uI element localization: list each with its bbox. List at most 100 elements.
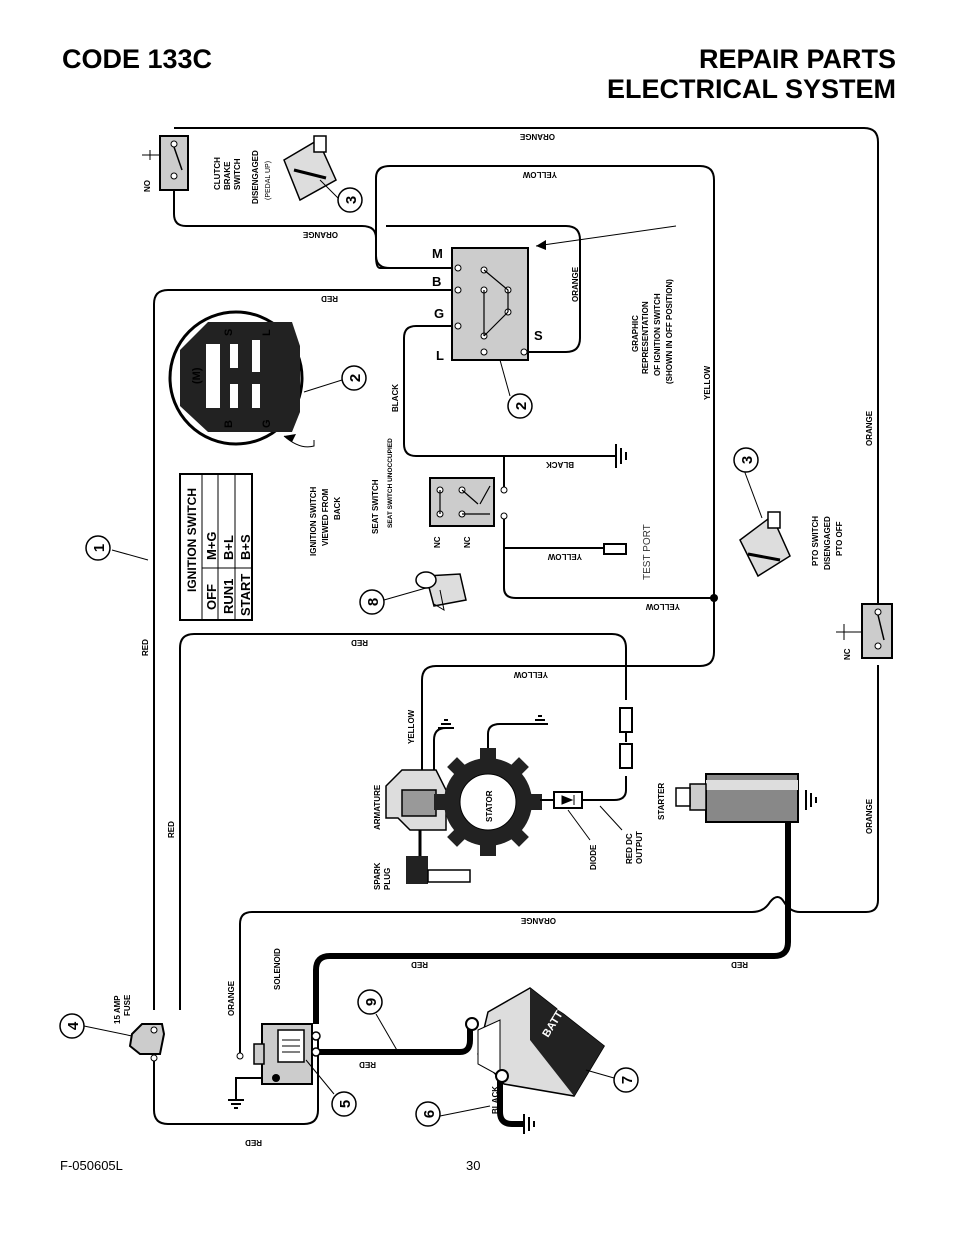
wires (153, 127, 879, 1127)
wire-junction (710, 594, 718, 602)
ignition-table-title: IGNITION SWITCH (185, 488, 199, 592)
wire-label-red: RED (141, 639, 150, 656)
svg-text:CLUTCH: CLUTCH (213, 157, 222, 190)
svg-text:PTO OFF: PTO OFF (835, 521, 844, 556)
clutch-plunger-switch (283, 135, 337, 202)
seat-switch: NC NC (429, 477, 508, 548)
callout-3: 3 (319, 179, 363, 213)
svg-text:NC: NC (463, 536, 472, 548)
callout-9: 9 (357, 989, 399, 1053)
wire-label-black: BLACK (391, 384, 400, 412)
wire-label-red: RED (351, 638, 368, 647)
svg-text:B+L: B+L (221, 535, 236, 560)
wire-label-orange: ORANGE (302, 230, 338, 239)
face-terminal-g: G (261, 419, 273, 428)
svg-text:RUN1: RUN1 (221, 579, 236, 614)
svg-text:GRAPHIC: GRAPHIC (631, 315, 640, 352)
callout-2: 2 (499, 359, 533, 419)
svg-text:5: 5 (337, 1100, 354, 1108)
wire-label-yellow: YELLOW (522, 170, 557, 179)
clutch-brake-switch: NO (142, 135, 189, 192)
ground-icon (532, 715, 548, 725)
svg-text:VIEWED FROM: VIEWED FROM (321, 488, 330, 546)
title-line-2: ELECTRICAL SYSTEM (606, 74, 896, 104)
stator-label: STATOR (485, 790, 494, 822)
battery: BATTERY (465, 987, 605, 1097)
callout-2: 2 (303, 365, 367, 393)
inline-connector (619, 743, 633, 769)
wire-label-orange: ORANGE (227, 980, 236, 1016)
svg-text:3: 3 (343, 196, 360, 204)
test-port-connector (603, 543, 627, 555)
svg-text:8: 8 (365, 598, 382, 606)
ground-icon (523, 1114, 535, 1134)
face-terminal-b: B (223, 420, 235, 428)
callouts: 1 2 2 3 3 4 5 (59, 179, 763, 1127)
svg-text:(SHOWN IN OFF POSITION): (SHOWN IN OFF POSITION) (665, 279, 674, 384)
wire-label-red: RED (245, 1138, 262, 1147)
ground-icon (805, 790, 817, 810)
diode-label: DIODE (589, 844, 598, 870)
svg-text:PTO SWITCH: PTO SWITCH (811, 516, 820, 566)
wire-label-yellow: YELLOW (703, 365, 712, 400)
svg-text:9: 9 (363, 998, 380, 1006)
wire-label-orange: ORANGE (865, 798, 874, 834)
solenoid-label: SOLENOID (273, 948, 282, 990)
ignition-switch-table: IGNITION SWITCH OFF M+G RUN1 B+L START B… (179, 473, 253, 621)
spark-plug-icon (427, 869, 471, 883)
pto-switch-text: PTO SWITCH DISENGAGED PTO OFF (811, 516, 844, 570)
svg-text:7: 7 (619, 1076, 636, 1084)
svg-text:FUSE: FUSE (123, 994, 132, 1016)
wire-label-orange: ORANGE (520, 916, 556, 925)
wire-label-black: BLACK (491, 1086, 500, 1114)
starter-label: STARTER (657, 783, 666, 820)
seat-switch-part (415, 571, 467, 612)
solenoid (236, 1023, 321, 1085)
armature-label: ARMATURE (373, 784, 382, 830)
callout-4: 4 (59, 1013, 133, 1039)
seat-switch-label: SEAT SWITCH (371, 479, 380, 534)
seat-switch-state-label: SEAT SWITCH UNOCCUPIED (387, 438, 394, 528)
face-terminal-m: (M) (191, 367, 203, 384)
clutch-switch-state-label: NO (143, 180, 152, 192)
wire-label-red: RED (731, 960, 748, 969)
wire-label-yellow: YELLOW (513, 670, 548, 679)
svg-text:RED DC: RED DC (625, 833, 634, 864)
callout-7: 7 (585, 1067, 639, 1093)
svg-text:M+G: M+G (204, 531, 219, 560)
wire-labels: ORANGE YELLOW ORANGE ORANGE RED BLACK YE… (141, 132, 874, 1147)
armature (385, 769, 471, 884)
svg-text:15 AMP: 15 AMP (113, 995, 122, 1024)
svg-text:3: 3 (739, 456, 756, 464)
svg-text:OFF: OFF (204, 584, 219, 610)
ground-symbols (228, 444, 817, 1134)
ground-icon (228, 1099, 244, 1109)
svg-text:IGNITION SWITCH: IGNITION SWITCH (309, 486, 318, 556)
ignition-back-text: IGNITION SWITCH VIEWED FROM BACK (309, 486, 342, 556)
ignition-switch-graphic: M B G L S (432, 225, 677, 363)
wire-label-red: RED (411, 960, 428, 969)
terminal-g: G (434, 306, 444, 321)
stator: STATOR (434, 748, 542, 856)
svg-text:BRAKE: BRAKE (223, 161, 232, 190)
figure-number: F-050605L (60, 1158, 123, 1173)
wire-label-red: RED (359, 1060, 376, 1069)
wire-label-orange: ORANGE (519, 132, 555, 141)
wire-label-yellow: YELLOW (407, 709, 416, 744)
svg-text:BACK: BACK (333, 497, 342, 520)
wire-label-yellow: YELLOW (547, 552, 582, 561)
svg-text:DISENGAGED: DISENGAGED (251, 150, 260, 204)
terminal-m: M (432, 246, 443, 261)
inline-connector (619, 707, 633, 733)
terminal-s: S (534, 328, 543, 343)
graphic-representation-text: GRAPHIC REPRESENTATION OF IGNITION SWITC… (631, 279, 674, 384)
svg-text:REPRESENTATION: REPRESENTATION (641, 301, 650, 374)
diode (540, 791, 623, 841)
terminal-b: B (432, 274, 441, 289)
wire-label-orange: ORANGE (571, 266, 580, 302)
ground-icon (615, 444, 627, 468)
callout-8: 8 (359, 587, 427, 615)
svg-text:SWITCH: SWITCH (233, 158, 242, 190)
svg-text:SPARK: SPARK (373, 862, 382, 890)
